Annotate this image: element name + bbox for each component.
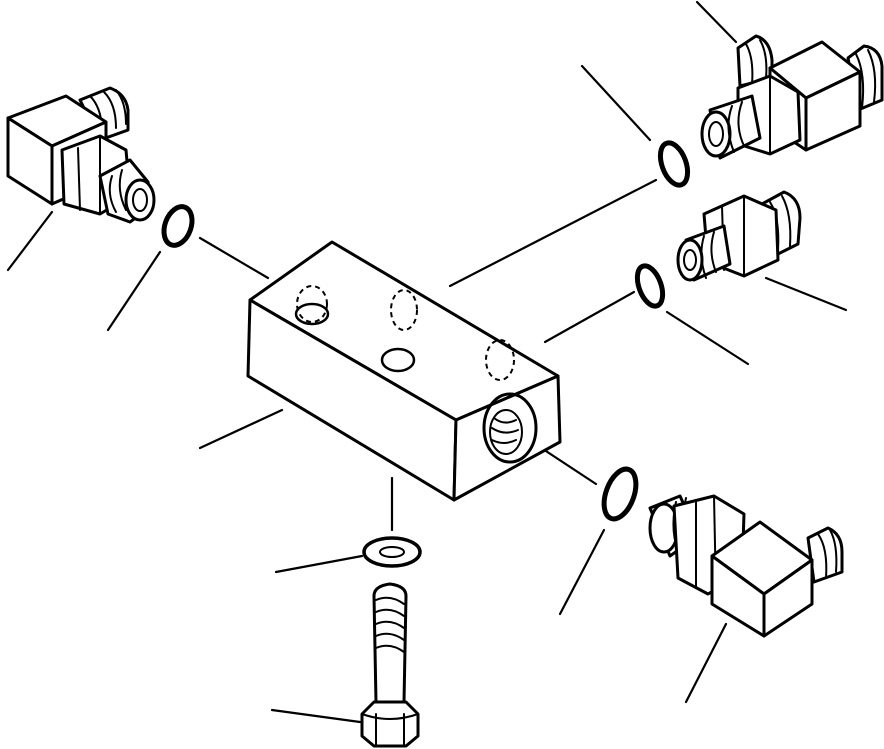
tr-elbow-right-thread — [855, 49, 877, 109]
bolt-thread — [375, 596, 405, 653]
bolt-head-chamfer — [361, 713, 419, 720]
leader-middle-right-oring — [665, 310, 750, 366]
port-top-center — [380, 347, 416, 373]
washer-hole — [379, 546, 405, 558]
leader-washer — [274, 554, 364, 574]
axis-top-right — [448, 178, 658, 288]
o-rings — [161, 140, 691, 522]
elbow-fitting-left — [6, 86, 156, 224]
connector-spigot-face — [676, 238, 704, 282]
leader-bottom-right-oring — [558, 528, 606, 616]
br-elbow-cube-side — [762, 558, 814, 638]
elbow-fitting-bottom-right — [648, 494, 844, 638]
leader-bolt — [270, 708, 362, 724]
bolt-head — [360, 700, 420, 748]
leader-left-oring — [106, 250, 162, 332]
port-top-left — [294, 302, 330, 326]
leader-bottom-right-elbow — [684, 622, 728, 704]
axis-left — [198, 236, 270, 280]
leader-straight-connector — [764, 276, 848, 312]
straight-connector-right — [676, 190, 802, 282]
callout-leaders — [6, 0, 848, 724]
left-elbow-spigot-face — [124, 178, 156, 222]
connector-spigot-bore — [683, 249, 697, 271]
left-elbow-nut-edge-1 — [77, 147, 81, 211]
hidden-port-1 — [296, 285, 328, 323]
mounting-bolt — [360, 582, 420, 748]
manifold-block — [246, 240, 562, 502]
hidden-port-2 — [390, 289, 418, 331]
br-elbow-right-thread — [817, 529, 838, 579]
left-elbow-spigot-bore — [132, 188, 148, 212]
front-port-thread — [491, 417, 519, 444]
front-port-inner — [489, 409, 523, 455]
washer — [362, 536, 422, 568]
tr-elbow-spigot-rings — [727, 101, 745, 153]
o-ring-left — [161, 204, 195, 248]
tr-elbow-top-thread — [745, 39, 768, 85]
left-elbow-spigot-rings — [108, 169, 127, 213]
connector-spigot-rings — [700, 231, 717, 279]
elbow-fitting-top-right — [700, 34, 884, 160]
o-ring-middle-right — [634, 263, 666, 309]
block-front-face — [452, 374, 562, 502]
hidden-port-3 — [485, 339, 515, 381]
o-ring-bottom-right — [601, 466, 639, 522]
leader-block — [198, 408, 284, 450]
washer-outer — [362, 536, 422, 568]
front-port-outer — [482, 392, 538, 464]
leader-left-elbow — [6, 210, 54, 272]
tr-elbow-spigot-bore — [708, 121, 724, 147]
leader-top-right-oring — [580, 64, 652, 142]
leader-top-right-elbow — [695, 0, 738, 44]
axis-middle-right — [543, 290, 636, 344]
assembly-lines — [198, 178, 658, 532]
o-ring-top-right — [657, 140, 691, 188]
tr-elbow-spigot-face — [700, 110, 732, 158]
